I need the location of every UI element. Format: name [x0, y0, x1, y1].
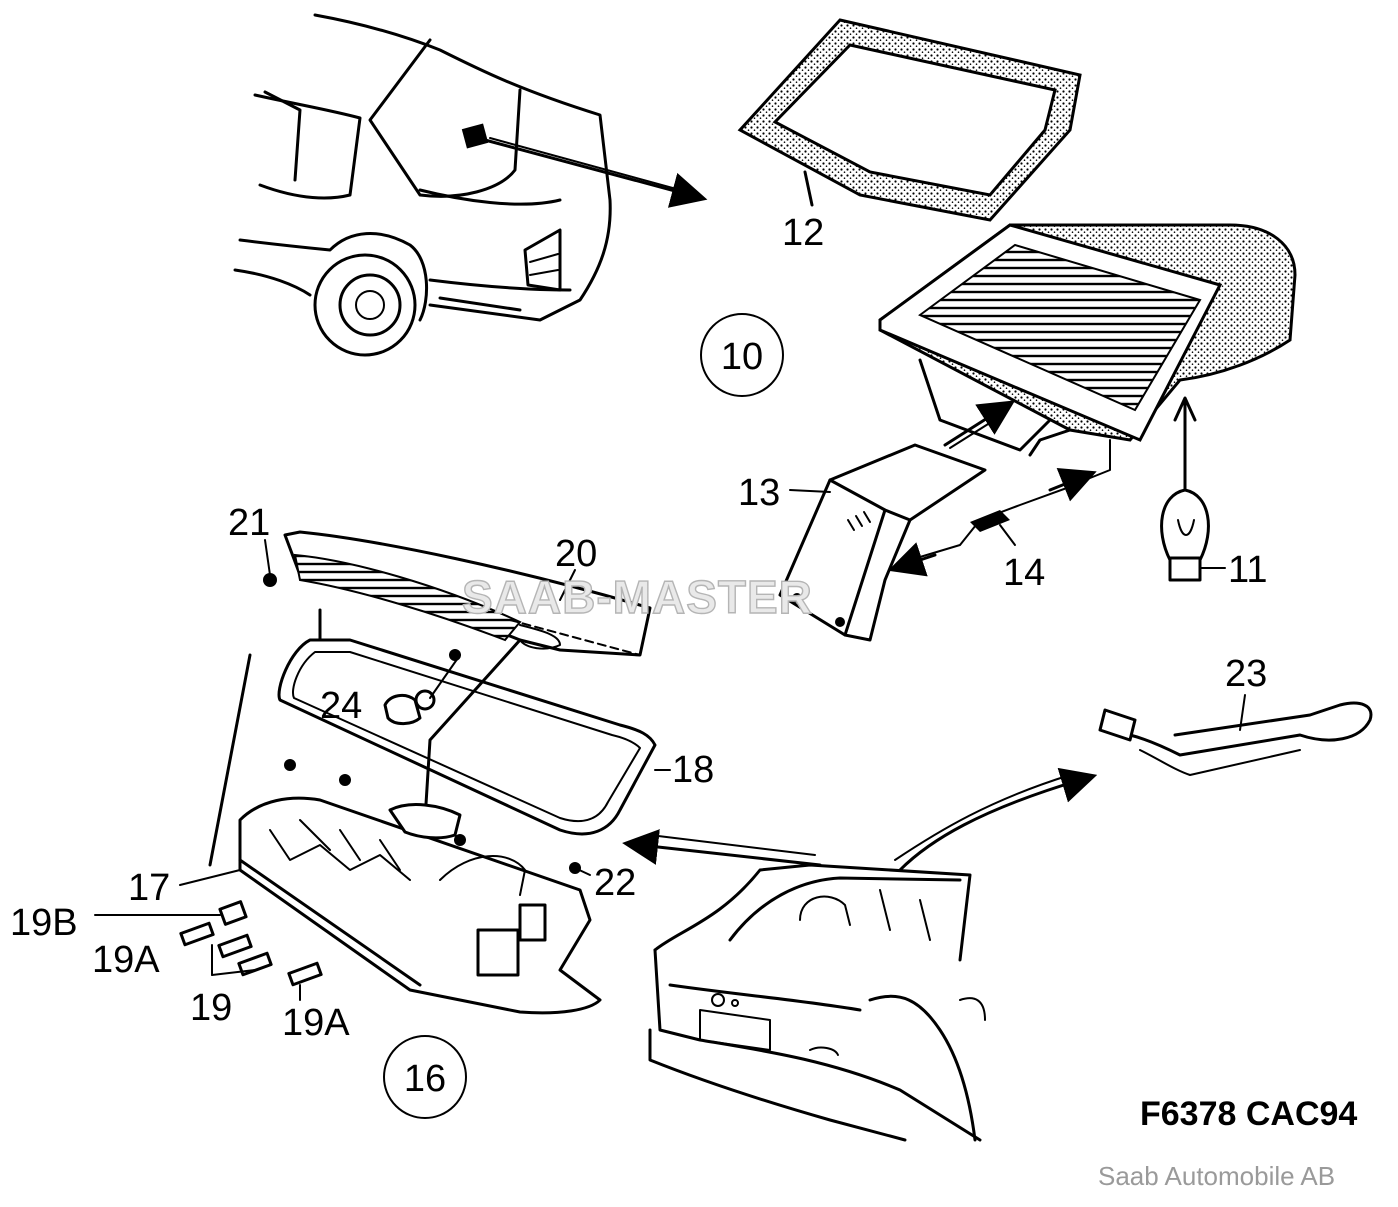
car-rear-view-bottom	[648, 863, 986, 1142]
label-part-17: 17	[128, 867, 170, 909]
label-part-23: 23	[1225, 653, 1267, 695]
part-19-bulbs	[94, 900, 323, 1001]
circled-label-10: 10	[700, 313, 784, 397]
brake-light-housing	[878, 223, 1297, 481]
label-part-13: 13	[738, 472, 780, 514]
label-part-18: 18	[672, 749, 714, 791]
part-12-lens-frame	[737, 18, 1082, 222]
label-part-19a-left: 19A	[92, 939, 160, 981]
watermark-text: SAAB-MASTER	[462, 571, 813, 623]
circled-label-text-10: 10	[721, 336, 763, 378]
part-24-screw	[383, 649, 461, 726]
assembly-arrows	[574, 767, 1098, 876]
label-part-24: 24	[320, 685, 362, 727]
part-20-spoiler-lamp	[263, 530, 652, 657]
label-part-19b: 19B	[10, 902, 78, 944]
label-part-22: 22	[594, 862, 636, 904]
part-18-seal	[277, 638, 671, 836]
car-rear-view-top	[233, 13, 708, 357]
part-11-bulb	[1160, 396, 1226, 582]
part-14-connector	[887, 467, 1097, 577]
drawing-code: F6378 CAC94	[1140, 1095, 1357, 1133]
label-part-12: 12	[782, 212, 824, 254]
part-23-wire-harness	[1098, 694, 1373, 776]
circled-label-text-16: 16	[404, 1058, 446, 1100]
label-part-20: 20	[555, 533, 597, 575]
credit-text: Saab Automobile AB	[1098, 1161, 1335, 1191]
label-part-11: 11	[1228, 549, 1267, 591]
part-17-lamp-base	[179, 608, 602, 1015]
label-part-21: 21	[228, 502, 270, 544]
part-13-bracket	[778, 443, 987, 642]
label-part-14: 14	[1003, 552, 1045, 594]
label-part-19a-right: 19A	[282, 1002, 350, 1044]
circled-label-16: 16	[383, 1035, 467, 1119]
label-part-19: 19	[190, 987, 232, 1029]
